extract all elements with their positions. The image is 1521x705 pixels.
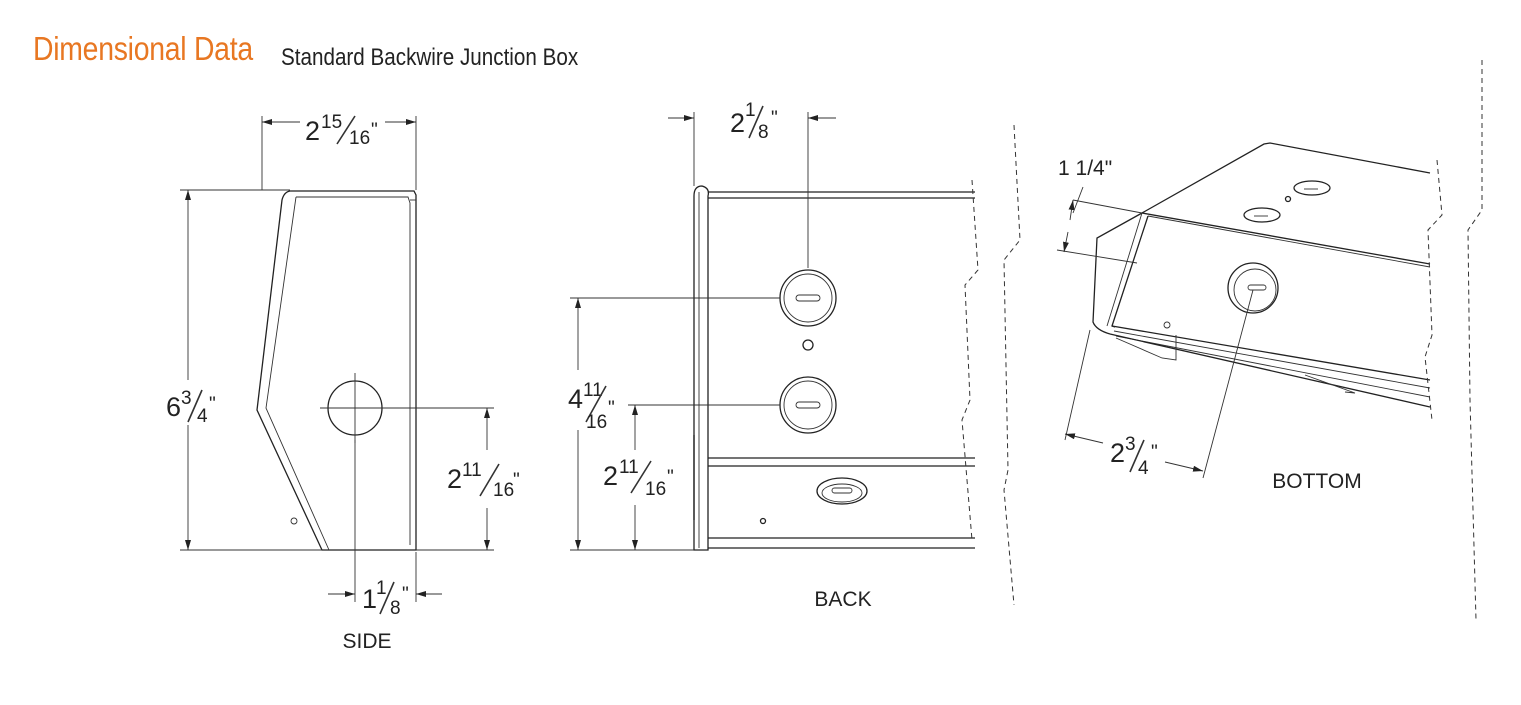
svg-text:6: 6 xyxy=(166,392,181,422)
side-height-dimension: 6 3 4 " xyxy=(166,189,322,551)
svg-text:": " xyxy=(771,108,778,129)
svg-text:1: 1 xyxy=(376,578,387,599)
page-subtitle: Standard Backwire Junction Box xyxy=(281,44,579,71)
svg-text:4: 4 xyxy=(1138,458,1149,479)
bottom-knockout-offset-dimension: 2 3 4 " xyxy=(1064,289,1254,479)
side-body-outline xyxy=(256,190,417,551)
bottom-top-knockout-2 xyxy=(1243,207,1281,223)
svg-text:2: 2 xyxy=(1110,438,1125,468)
back-small-hole xyxy=(802,339,814,351)
bottom-depth-dimension: 1 1/4" xyxy=(1056,157,1143,264)
back-body-outline xyxy=(693,179,979,551)
back-bottom-knockout xyxy=(816,477,868,505)
back-upper-knockout-dimension: 4 11 16 " xyxy=(568,297,780,551)
svg-text:8: 8 xyxy=(758,122,769,143)
bottom-side-knockout xyxy=(1227,262,1279,314)
svg-text:1: 1 xyxy=(362,584,377,614)
back-lower-knockout-dimension: 2 11 16 " xyxy=(603,404,780,550)
side-height-label: 6 3 4 " xyxy=(166,388,216,427)
svg-text:": " xyxy=(1151,442,1158,463)
back-upper-knockout-label: 4 11 16 " xyxy=(568,380,615,433)
back-break-line xyxy=(1003,124,1021,606)
bottom-view: 1 1/4" 2 3 4 " BOTTOM xyxy=(1056,60,1483,621)
svg-text:2: 2 xyxy=(305,116,320,146)
side-knockout-offset-label: 1 1 8 " xyxy=(362,578,409,619)
side-knockout-height-dimension: 2 11 16 " xyxy=(382,407,520,551)
svg-text:": " xyxy=(667,467,674,488)
side-width-label: 2 15 16 " xyxy=(305,112,378,149)
bottom-view-label: BOTTOM xyxy=(1272,470,1361,493)
svg-text:11: 11 xyxy=(583,380,603,401)
side-hole-centerlines xyxy=(320,373,390,443)
svg-text:4: 4 xyxy=(568,384,583,414)
back-lower-knockout-label: 2 11 16 " xyxy=(603,457,674,500)
svg-text:": " xyxy=(513,470,520,491)
side-view-label: SIDE xyxy=(342,630,391,653)
svg-text:16: 16 xyxy=(645,479,666,500)
svg-text:2: 2 xyxy=(730,108,745,138)
bottom-body-outline xyxy=(1092,60,1483,621)
svg-text:15: 15 xyxy=(321,112,342,133)
side-knockout-offset-dimension: 1 1 8 " xyxy=(328,440,442,619)
back-knockout-offset-dimension: 2 1 8 " xyxy=(668,100,836,268)
svg-text:16: 16 xyxy=(349,128,370,149)
svg-text:": " xyxy=(608,398,615,419)
back-lower-knockout xyxy=(779,376,837,434)
bottom-small-hole xyxy=(1284,195,1292,203)
back-view-label: BACK xyxy=(814,588,871,611)
svg-text:11: 11 xyxy=(619,457,639,478)
svg-text:3: 3 xyxy=(1125,434,1136,455)
header: Dimensional Data Standard Backwire Junct… xyxy=(33,30,578,71)
bottom-depth-label: 1 1/4" xyxy=(1058,157,1112,180)
svg-text:4: 4 xyxy=(197,406,208,427)
svg-text:": " xyxy=(402,584,409,605)
svg-text:2: 2 xyxy=(447,464,462,494)
back-knockout-offset-label: 2 1 8 " xyxy=(730,100,778,143)
page-title: Dimensional Data xyxy=(33,30,253,67)
bottom-top-knockout-1 xyxy=(1293,180,1331,196)
svg-text:16: 16 xyxy=(586,412,607,433)
side-width-dimension: 2 15 16 " xyxy=(261,112,417,190)
back-view: 2 1 8 " 4 11 16 " xyxy=(568,100,1021,611)
svg-text:11: 11 xyxy=(462,460,482,481)
side-knockout-height-label: 2 11 16 " xyxy=(447,460,520,501)
svg-text:16: 16 xyxy=(493,480,514,501)
svg-text:8: 8 xyxy=(390,598,401,619)
svg-text:2: 2 xyxy=(603,461,618,491)
svg-text:": " xyxy=(209,394,216,415)
bottom-knockout-offset-label: 2 3 4 " xyxy=(1110,434,1158,479)
back-upper-knockout xyxy=(779,269,837,327)
side-view: 2 15 16 " 6 3 4 " xyxy=(166,112,520,653)
svg-text:1: 1 xyxy=(745,100,756,121)
svg-text:3: 3 xyxy=(181,388,192,409)
svg-text:": " xyxy=(371,120,378,141)
back-screw-hole xyxy=(759,517,767,525)
